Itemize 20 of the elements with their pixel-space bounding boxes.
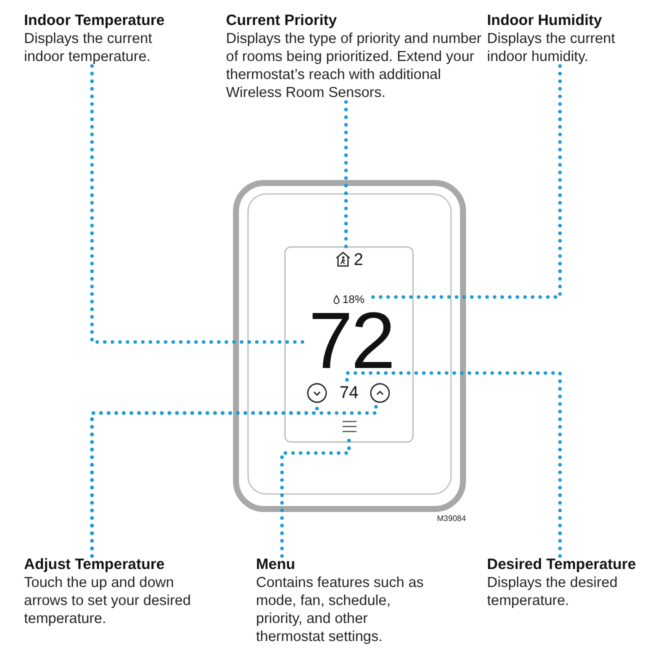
callout-heading: Menu [256,556,296,574]
callout-text: Displays the current indoor temperature. [24,30,154,66]
callout-text: Displays the desired temperature. [487,574,619,610]
callout-text: Contains features such as mode, fan, schedule, priority, and other thermostat settings. [256,574,425,646]
humidity-reading: 18% [342,294,365,306]
priority-count: 2 [354,250,364,269]
callout-heading: Indoor Temperature [24,12,166,30]
figure-number: M39084 [437,514,466,523]
leader-line [345,371,562,558]
callout-heading: Desired Temperature [487,556,637,574]
callout-heading: Adjust Temperature [24,556,166,574]
callout-text: Displays the type of priority and number of rooms being prioritized. Extend your thermostat’s reach with additional Wireless Room Sensors. [226,30,482,102]
leader-line [344,100,348,250]
leader-line [90,64,307,344]
callout-text: Touch the up and down arrows to set your desired temperature. [24,574,192,628]
callout-text: Displays the current indoor humidity. [487,30,616,66]
callout-heading: Current Priority [226,12,338,30]
temperature-reading: 72 [308,305,394,377]
setpoint-reading: 74 [340,383,358,402]
callout-heading: Indoor Humidity [487,12,603,30]
